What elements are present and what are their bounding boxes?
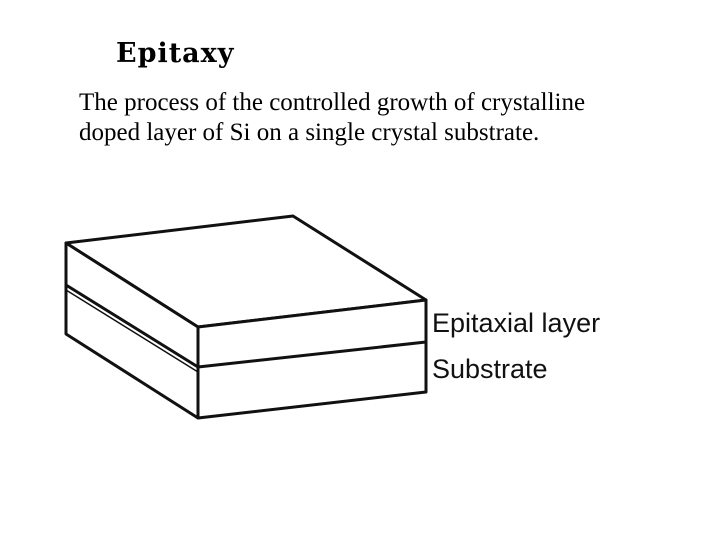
slide-description: The process of the controlled growth of …	[79, 88, 699, 148]
block-front-face	[196, 298, 428, 420]
layer-interface-line	[65, 283, 427, 369]
epitaxial-layer-label: Epitaxial layer	[432, 308, 600, 338]
description-line-1: The process of the controlled growth of …	[79, 89, 586, 116]
slide-title: Epitaxy	[116, 38, 235, 69]
substrate-label: Substrate	[432, 354, 548, 384]
description-line-2: doped layer of Si on a single crystal su…	[79, 119, 540, 146]
layer-interface-line-lower	[65, 289, 199, 373]
